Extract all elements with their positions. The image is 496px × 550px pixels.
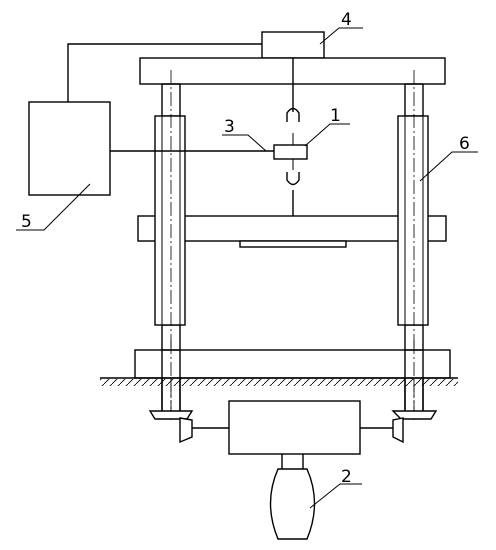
upper-hook	[286, 107, 300, 122]
label-3: 3	[224, 117, 235, 137]
gearbox	[228, 400, 361, 455]
leader-1	[304, 123, 350, 147]
label-2: 2	[341, 467, 352, 487]
right-bevel-gear-side	[392, 417, 404, 444]
wire-5-to-4	[67, 43, 262, 102]
left-bevel-gear-side	[179, 417, 193, 444]
component-2-motor	[269, 468, 316, 540]
leader-4	[319, 27, 363, 45]
leader-5	[16, 183, 91, 231]
label-6: 6	[459, 134, 470, 154]
base-platform	[134, 349, 451, 379]
leader-2	[309, 483, 362, 509]
component-1-sensor	[273, 144, 308, 160]
label-4: 4	[341, 10, 352, 30]
ground-hatching	[100, 379, 458, 386]
leader-3	[222, 134, 267, 152]
component-4-box	[261, 31, 325, 59]
left-bevel-gear-top	[148, 410, 194, 420]
component-5-control-box	[28, 101, 111, 196]
label-1: 1	[330, 106, 341, 126]
right-bevel-gear-top	[391, 410, 438, 420]
leader-6	[419, 151, 478, 182]
label-5: 5	[21, 212, 32, 232]
upper-platen	[239, 240, 347, 248]
middle-crossbeam	[137, 215, 447, 242]
lower-hook	[286, 172, 300, 186]
